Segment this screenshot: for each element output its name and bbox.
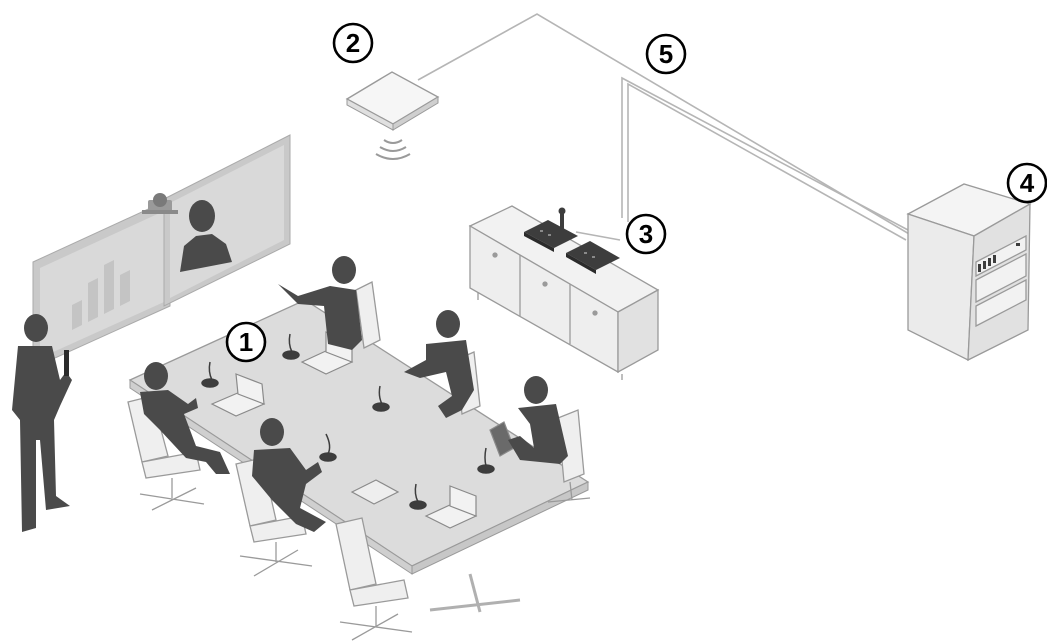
callout-4: 4 xyxy=(1008,164,1046,202)
callout-3-label: 3 xyxy=(639,219,653,249)
wireless-access-point xyxy=(347,72,438,159)
callout-3: 3 xyxy=(627,215,665,253)
wifi-signal-icon xyxy=(376,140,410,159)
callout-1-label: 1 xyxy=(239,327,253,357)
equipment-rack-icon xyxy=(908,184,1030,360)
callout-1: 1 xyxy=(227,323,265,361)
cable-console-to-rack-a xyxy=(622,78,908,230)
table-base xyxy=(430,574,520,612)
callout-5: 5 xyxy=(647,35,685,73)
cable-console-link xyxy=(576,232,620,240)
participant-silhouette xyxy=(508,376,568,464)
wireless-access-point-icon xyxy=(347,72,438,124)
cable-console-to-rack-b xyxy=(628,84,906,240)
callout-5-label: 5 xyxy=(659,39,673,69)
callout-2: 2 xyxy=(334,24,372,62)
callout-2-label: 2 xyxy=(346,28,360,58)
callout-4-label: 4 xyxy=(1020,168,1035,198)
